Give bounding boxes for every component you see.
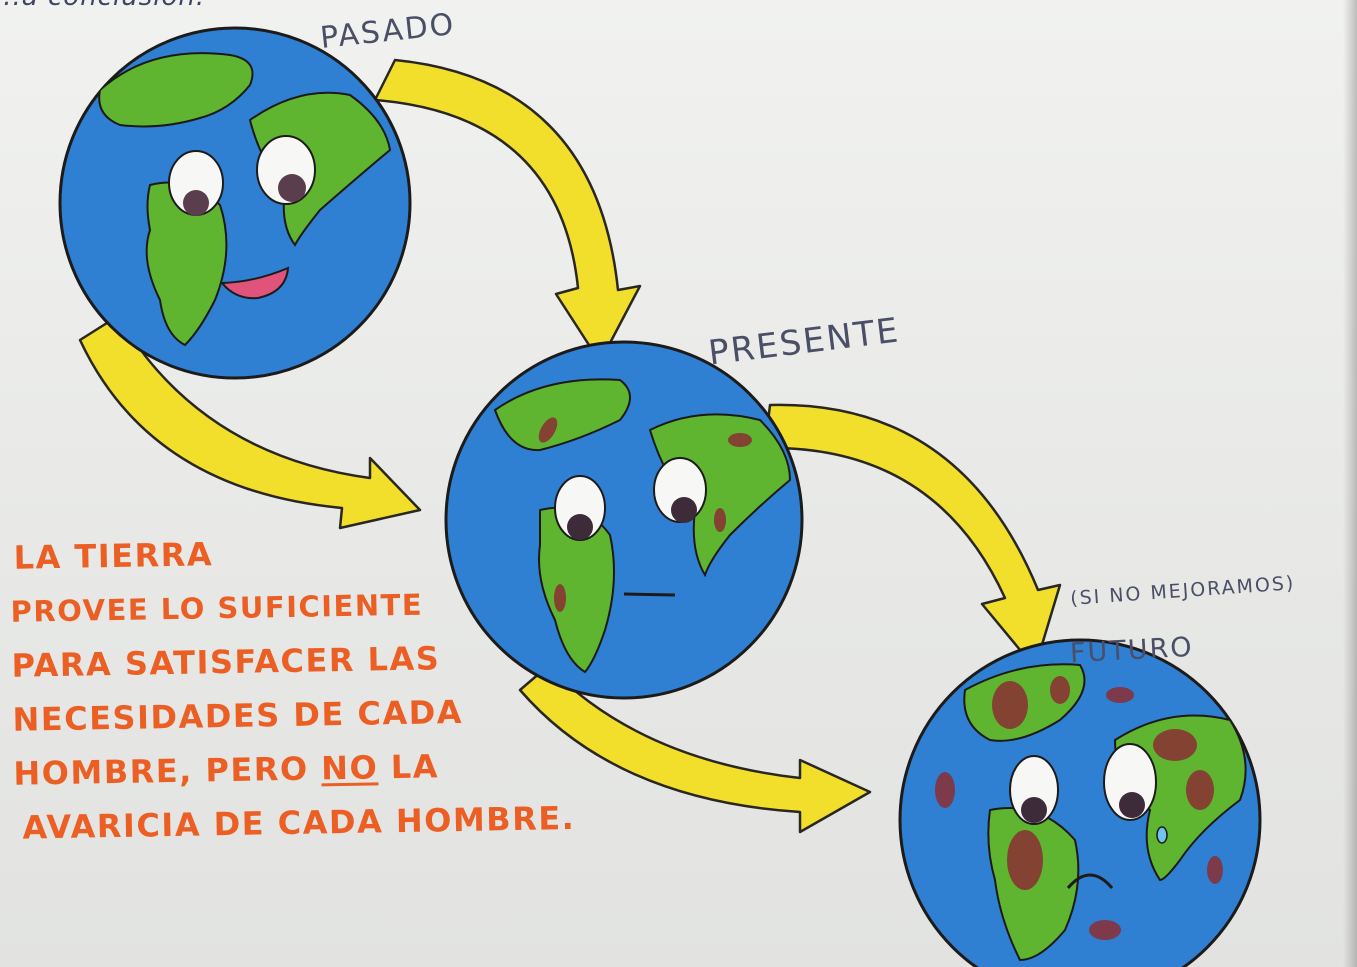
- quote-text: LA TIERRA PROVEE LO SUFICIENTE PARA SATI…: [9, 519, 675, 854]
- past-earth: [58, 26, 412, 380]
- quote-line: AVARICIA DE CADA HOMBRE.: [22, 798, 576, 847]
- arrow-present-to-future-lower: [518, 664, 872, 834]
- future-right-pupil: [1119, 792, 1145, 818]
- present-left-pupil: [567, 514, 593, 540]
- present-landmass-north: [493, 378, 631, 452]
- future-sad-mouth: [1066, 873, 1114, 889]
- past-landmass-north: [98, 52, 254, 128]
- quote-line-start: HOMBRE, PERO: [13, 749, 322, 793]
- future-earth: [898, 638, 1262, 967]
- present-neutral-mouth: [623, 592, 676, 597]
- past-landmass-west: [145, 181, 228, 347]
- present-right-pupil: [671, 497, 697, 523]
- quote-line-end: LA: [377, 747, 440, 787]
- present-earth: [444, 340, 804, 700]
- arrows: [78, 58, 1062, 834]
- past-right-pupil: [278, 174, 306, 202]
- past-smiling-mouth: [219, 266, 290, 300]
- arrow-present-to-future: [763, 403, 1062, 670]
- past-left-pupil: [183, 190, 209, 216]
- arrow-past-to-present: [373, 58, 642, 364]
- label-future: FUTURO: [1069, 631, 1195, 670]
- top-note: ...a conclusión.: [0, 0, 205, 12]
- future-left-pupil: [1021, 797, 1047, 823]
- arrow-past-to-present-lower: [78, 314, 422, 530]
- future-tear: [1156, 826, 1168, 844]
- paper-edge: [1343, 0, 1357, 967]
- quote-emphasis-no: NO: [320, 748, 379, 788]
